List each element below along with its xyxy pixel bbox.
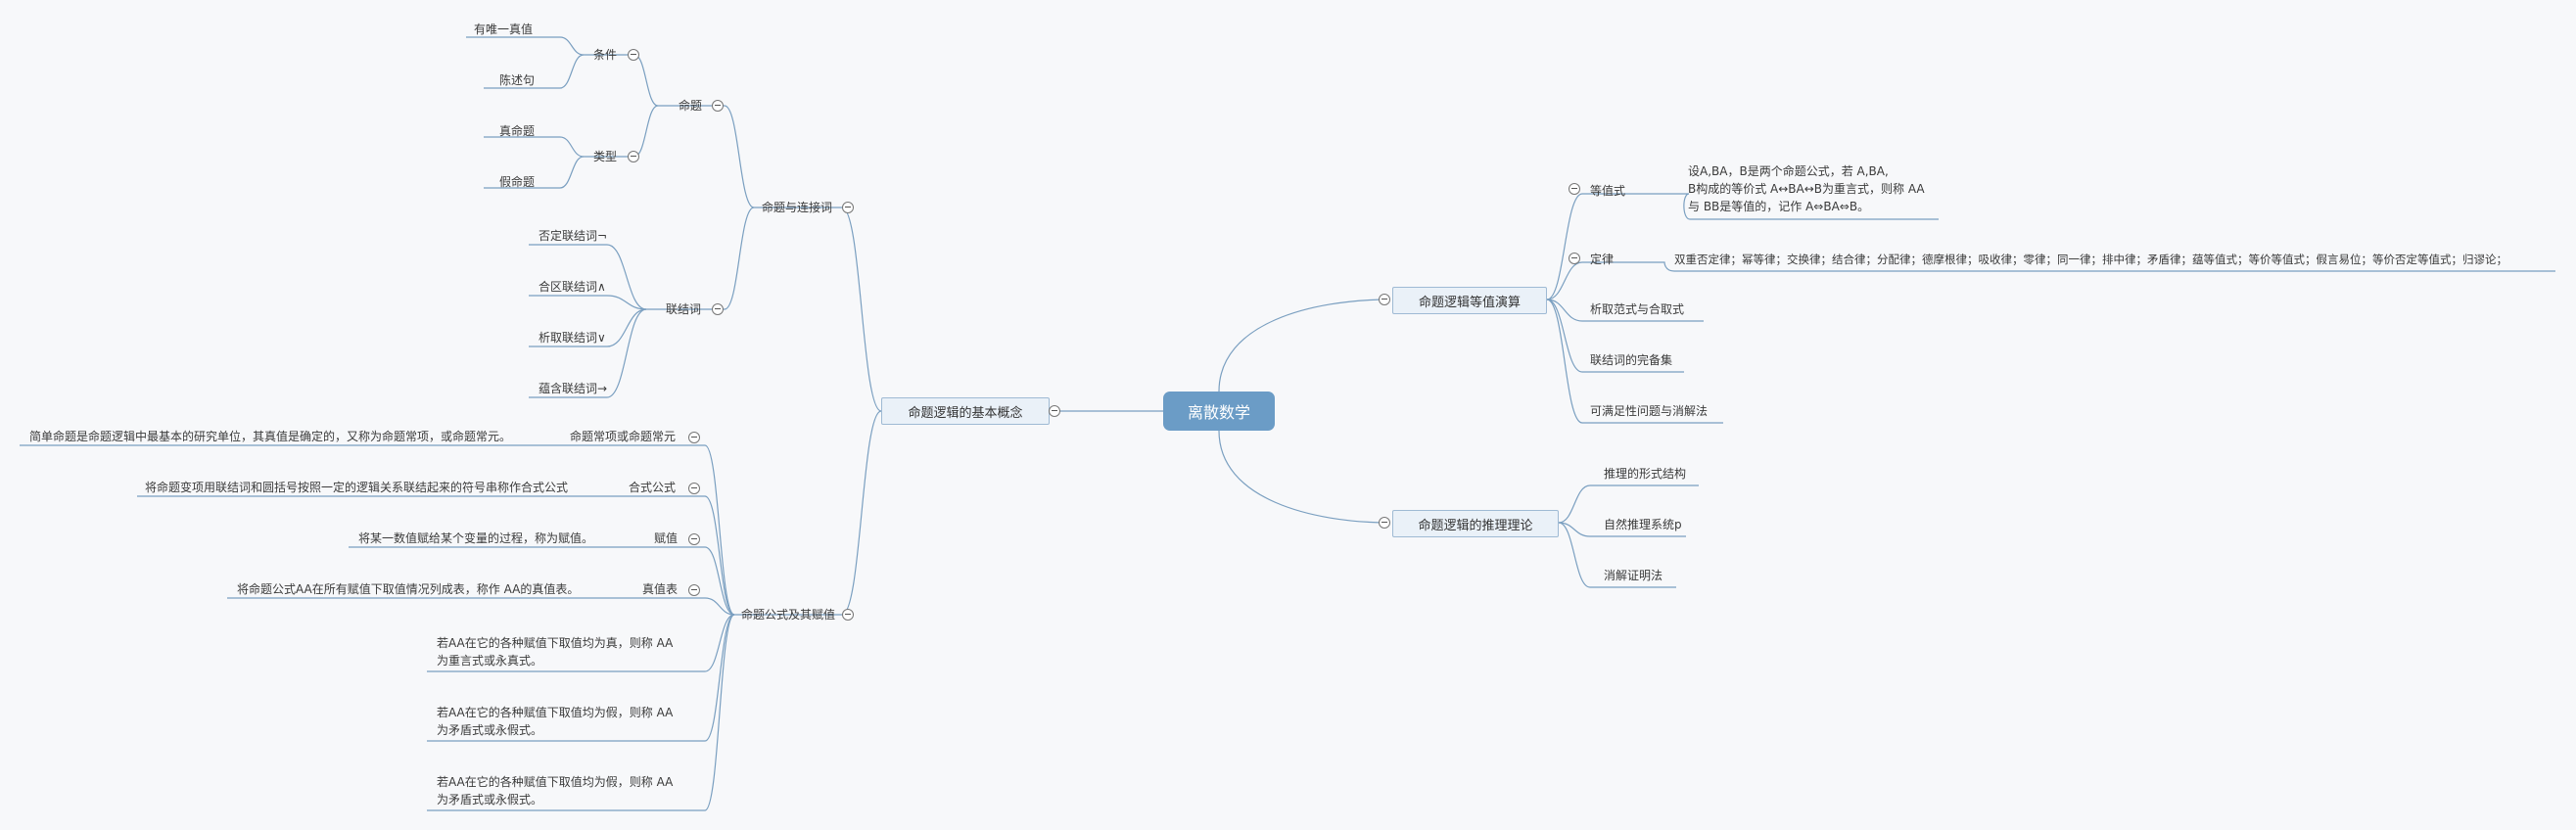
leaf-tautology[interactable]: 若AA在它的各种赋值下取值均为真，则称 AA 为重言式或永真式。 — [437, 634, 673, 669]
node-wff[interactable]: 合式公式 — [629, 481, 677, 494]
leaf-normal-form[interactable]: 析取范式与合取式 — [1590, 302, 1685, 316]
leaf-negation[interactable]: 否定联结词¬ — [539, 229, 608, 243]
leaf-implication[interactable]: 蕴含联结词→ — [539, 382, 608, 395]
node-connectives[interactable]: 联结词 — [666, 302, 702, 316]
text-line: 若AA在它的各种赋值下取值均为假，则称 AA — [437, 706, 674, 719]
leaf-resolution-proof[interactable]: 消解证明法 — [1604, 569, 1663, 582]
desc-equivalence: 设A,BA，B是两个命题公式，若 A,BA, B构成的等价式 A↔BA↔B为重言式… — [1688, 162, 1925, 215]
leaf-contradiction-2[interactable]: 若AA在它的各种赋值下取值均为假，则称 AA 为矛盾式或永假式。 — [437, 773, 673, 808]
collapse-icon[interactable] — [688, 432, 700, 443]
text-line: B构成的等价式 A↔BA↔B为重言式，则称 AA — [1688, 182, 1925, 196]
collapse-icon[interactable] — [842, 202, 854, 213]
desc-assignment: 将某一数值赋给某个变量的过程，称为赋值。 — [358, 531, 594, 545]
collapse-icon[interactable] — [628, 49, 639, 61]
desc-truth-table: 将命题公式AA在所有赋值下取值情况列成表，称作 AA的真值表。 — [237, 582, 580, 596]
collapse-icon[interactable] — [712, 303, 724, 315]
collapse-icon[interactable] — [688, 483, 700, 494]
collapse-icon[interactable] — [1379, 294, 1390, 305]
leaf-inference-structure[interactable]: 推理的形式结构 — [1604, 467, 1687, 481]
collapse-icon[interactable] — [1379, 517, 1390, 529]
collapse-icon[interactable] — [1569, 183, 1580, 195]
leaf-unique-truth[interactable]: 有唯一真值 — [474, 23, 534, 36]
desc-prop-constant: 简单命题是命题逻辑中最基本的研究单位，其真值是确定的，又称为命题常项，或命题常元… — [29, 430, 512, 443]
root-label: 离散数学 — [1187, 403, 1250, 422]
desc-laws: 双重否定律；幂等律；交换律；结合律；分配律；德摩根律；吸收律；零律；同一律；排中… — [1674, 253, 2507, 266]
desc-wff: 将命题变项用联结词和圆括号按照一定的逻辑关系联结起来的符号串称作合式公式 — [145, 481, 569, 494]
text-line: 为矛盾式或永假式。 — [437, 723, 543, 737]
leaf-false-prop[interactable]: 假命题 — [499, 175, 536, 189]
node-assignment[interactable]: 赋值 — [654, 531, 679, 545]
root-node[interactable]: 离散数学 — [1163, 392, 1275, 431]
text-line: 为矛盾式或永假式。 — [437, 793, 543, 807]
text-line: 若AA在它的各种赋值下取值均为假，则称 AA — [437, 775, 674, 789]
collapse-icon[interactable] — [688, 533, 700, 545]
collapse-icon[interactable] — [712, 100, 724, 112]
text-line: 为重言式或永真式。 — [437, 654, 543, 668]
leaf-declarative[interactable]: 陈述句 — [499, 73, 536, 87]
text-line: 与 BB是等值的，记作 A⇔BA⇔B。 — [1688, 200, 1870, 213]
node-prop-connectives[interactable]: 命题与连接词 — [762, 201, 833, 214]
node-basic-concepts[interactable]: 命题逻辑的基本概念 — [881, 397, 1050, 425]
node-type[interactable]: 类型 — [593, 150, 618, 163]
leaf-complete-set[interactable]: 联结词的完备集 — [1590, 353, 1673, 367]
node-formula-assignment[interactable]: 命题公式及其赋值 — [741, 608, 836, 622]
collapse-icon[interactable] — [1569, 253, 1580, 264]
leaf-disjunction[interactable]: 析取联结词∨ — [539, 331, 606, 345]
leaf-contradiction[interactable]: 若AA在它的各种赋值下取值均为假，则称 AA 为矛盾式或永假式。 — [437, 704, 673, 739]
node-label: 命题逻辑的推理理论 — [1418, 518, 1533, 533]
leaf-satisfiability[interactable]: 可满足性问题与消解法 — [1590, 404, 1709, 418]
text-line: 设A,BA，B是两个命题公式，若 A,BA, — [1688, 164, 1889, 178]
collapse-icon[interactable] — [628, 151, 639, 162]
collapse-icon[interactable] — [842, 609, 854, 621]
node-label: 命题逻辑等值演算 — [1418, 295, 1521, 310]
collapse-icon[interactable] — [688, 584, 700, 596]
leaf-natural-deduction[interactable]: 自然推理系统p — [1604, 518, 1682, 531]
node-proposition[interactable]: 命题 — [679, 99, 703, 113]
text-line: 若AA在它的各种赋值下取值均为真，则称 AA — [437, 636, 674, 650]
leaf-conjunction[interactable]: 合区联结词∧ — [539, 280, 606, 294]
collapse-icon[interactable] — [1049, 405, 1060, 417]
leaf-true-prop[interactable]: 真命题 — [499, 124, 536, 138]
node-label: 命题逻辑的基本概念 — [908, 405, 1023, 421]
node-truth-table[interactable]: 真值表 — [642, 582, 679, 596]
node-laws[interactable]: 定律 — [1590, 253, 1615, 266]
node-condition[interactable]: 条件 — [593, 48, 618, 62]
node-inference-theory[interactable]: 命题逻辑的推理理论 — [1392, 510, 1559, 537]
node-equivalence[interactable]: 等值式 — [1590, 184, 1626, 198]
node-prop-constant[interactable]: 命题常项或命题常元 — [570, 430, 677, 443]
node-equivalence-calculus[interactable]: 命题逻辑等值演算 — [1392, 287, 1547, 314]
